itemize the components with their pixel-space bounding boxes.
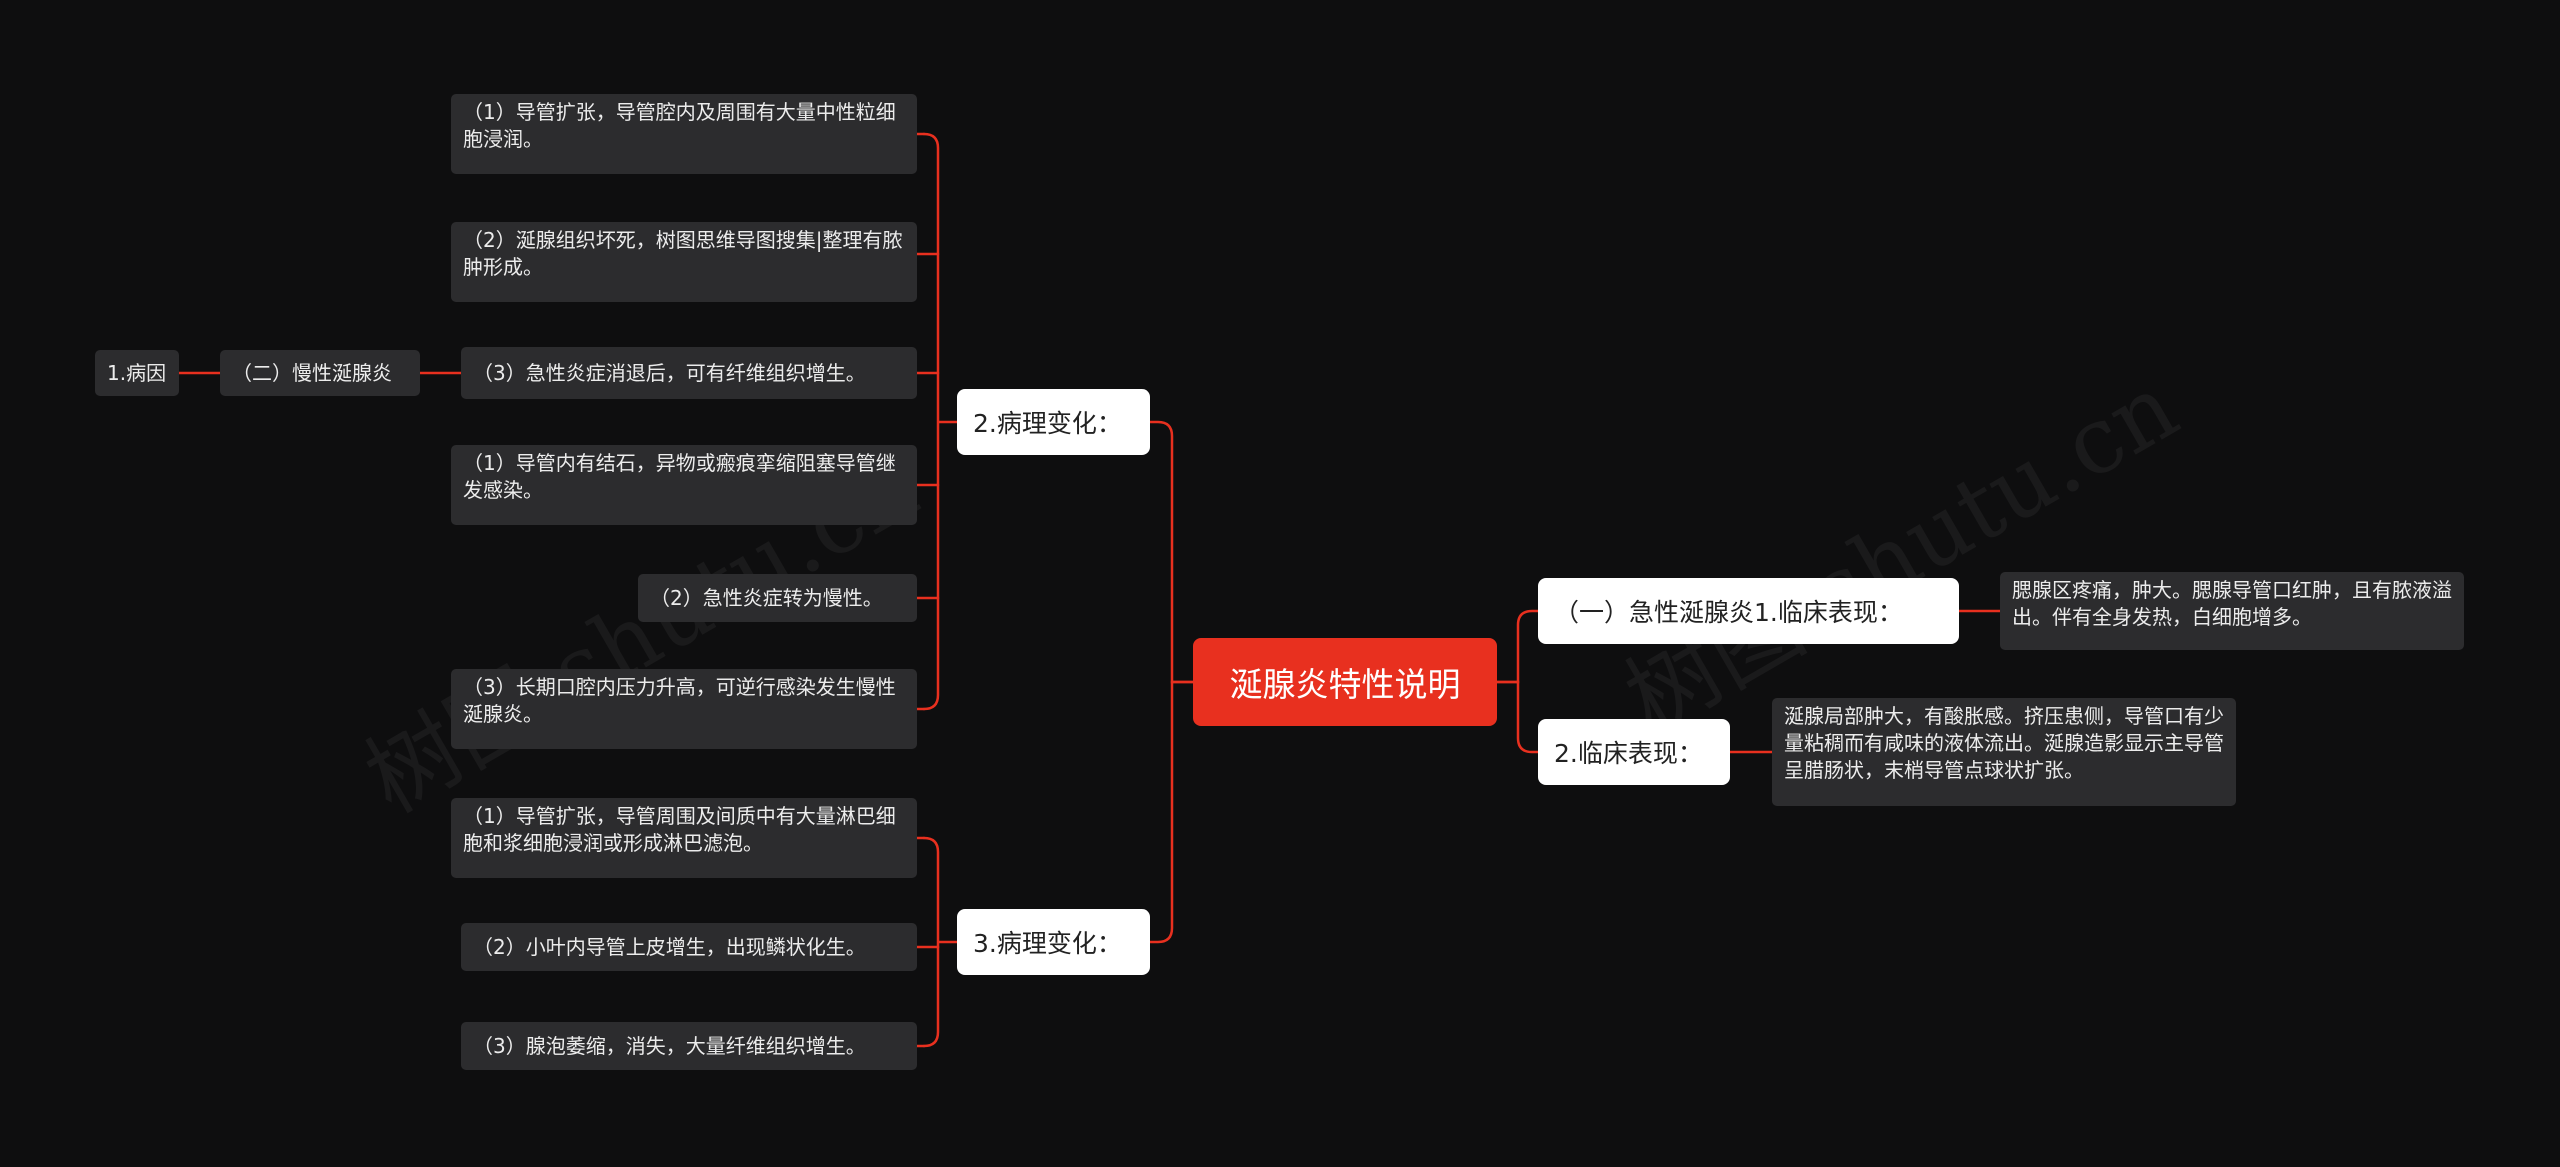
link-root-acute	[1495, 609, 1540, 684]
chronic-sialadenitis[interactable]: （二）慢性涎腺炎	[220, 350, 420, 396]
etiology[interactable]: 1.病因	[95, 350, 179, 396]
bracket-pathology3	[922, 836, 959, 1048]
branch-clinical-2[interactable]: 2.临床表现：	[1538, 719, 1730, 785]
link-root-clinical2	[1495, 680, 1540, 754]
pathology2-item[interactable]: （3）急性炎症消退后，可有纤维组织增生。	[461, 347, 917, 399]
pathology2-item[interactable]: （3）长期口腔内压力升高，可逆行感染发生慢性涎腺炎。	[451, 669, 917, 749]
pathology3-item[interactable]: （3）腺泡萎缩，消失，大量纤维组织增生。	[461, 1022, 917, 1070]
branch-acute-clinical[interactable]: （一）急性涎腺炎1.临床表现：	[1538, 578, 1959, 644]
detail-acute[interactable]: 腮腺区疼痛，肿大。腮腺导管口红肿，且有脓液溢出。伴有全身发热，白细胞增多。	[2000, 572, 2464, 650]
branch-pathology-2[interactable]: 2.病理变化：	[957, 389, 1150, 455]
detail-clinical-2[interactable]: 涎腺局部肿大，有酸胀感。挤压患侧，导管口有少量粘稠而有咸味的液体流出。涎腺造影显…	[1772, 698, 2236, 806]
link-root-pathology2	[1148, 420, 1195, 684]
pathology2-item[interactable]: （2）涎腺组织坏死，树图思维导图搜集|整理有脓肿形成。	[451, 222, 917, 302]
root-topic[interactable]: 涎腺炎特性说明	[1193, 638, 1497, 726]
bracket-pathology2	[922, 132, 959, 711]
pathology2-item[interactable]: （1）导管内有结石，异物或瘢痕挛缩阻塞导管继发感染。	[451, 445, 917, 525]
branch-pathology-3[interactable]: 3.病理变化：	[957, 909, 1150, 975]
link-root-pathology3	[1148, 680, 1195, 944]
pathology3-item[interactable]: （1）导管扩张，导管周围及间质中有大量淋巴细胞和浆细胞浸润或形成淋巴滤泡。	[451, 798, 917, 878]
pathology2-item[interactable]: （1）导管扩张，导管腔内及周围有大量中性粒细胞浸润。	[451, 94, 917, 174]
pathology2-item[interactable]: （2）急性炎症转为慢性。	[638, 574, 917, 622]
pathology3-item[interactable]: （2）小叶内导管上皮增生，出现鳞状化生。	[461, 923, 917, 971]
